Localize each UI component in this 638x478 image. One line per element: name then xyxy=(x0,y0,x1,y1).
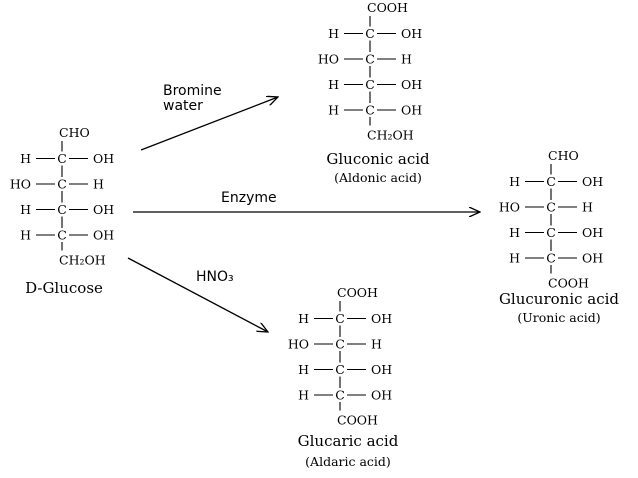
carbon-atom: C xyxy=(365,52,375,67)
molecule-subtitle: (Aldonic acid) xyxy=(334,170,422,185)
right-substituent: OH xyxy=(371,311,392,326)
molecule-name: Glucuronic acid xyxy=(499,290,619,308)
carbon-atom: C xyxy=(57,151,67,166)
left-substituent: H xyxy=(298,388,309,403)
reagent-label: Enzyme xyxy=(221,190,277,206)
right-substituent: OH xyxy=(93,228,114,243)
right-substituent: OH xyxy=(582,225,603,240)
right-substituent: OH xyxy=(93,151,114,166)
carbon-atom: C xyxy=(335,362,345,377)
right-substituent: OH xyxy=(371,362,392,377)
reaction-arrow xyxy=(140,97,278,151)
left-substituent: H xyxy=(298,311,309,326)
left-substituent: H xyxy=(20,151,31,166)
molecule-name: Gluconic acid xyxy=(326,150,430,168)
reagent-label: water xyxy=(163,98,203,114)
left-substituent: HO xyxy=(288,337,309,352)
top-group: CHO xyxy=(548,148,579,163)
carbon-atom: C xyxy=(57,202,67,217)
carbon-atom: C xyxy=(546,200,556,215)
left-substituent: HO xyxy=(318,52,339,67)
reagent-label: HNO₃ xyxy=(196,269,234,285)
bottom-group: COOH xyxy=(548,276,589,291)
carbon-atom: C xyxy=(365,103,375,118)
top-group: COOH xyxy=(367,0,408,15)
right-substituent: H xyxy=(93,177,104,192)
carbon-atom: C xyxy=(365,26,375,41)
left-substituent: H xyxy=(509,174,520,189)
reaction-enzyme: Enzyme xyxy=(133,190,480,212)
left-substituent: H xyxy=(509,225,520,240)
left-substituent: H xyxy=(298,362,309,377)
left-substituent: H xyxy=(328,77,339,92)
right-substituent: OH xyxy=(93,202,114,217)
molecule-subtitle: (Uronic acid) xyxy=(517,310,600,325)
right-substituent: OH xyxy=(401,103,422,118)
carbon-atom: C xyxy=(335,337,345,352)
reaction-arrow xyxy=(127,257,268,332)
left-substituent: H xyxy=(328,103,339,118)
molecule-name: Glucaric acid xyxy=(298,432,399,450)
right-substituent: H xyxy=(401,52,412,67)
reagent-label: Bromine xyxy=(163,83,222,99)
carbon-atom: C xyxy=(335,388,345,403)
bottom-group: CH₂OH xyxy=(59,253,106,268)
molecule-subtitle: (Aldaric acid) xyxy=(305,454,391,469)
carbon-atom: C xyxy=(57,228,67,243)
right-substituent: OH xyxy=(582,174,603,189)
top-group: COOH xyxy=(337,285,378,300)
top-group: CHO xyxy=(59,125,90,140)
right-substituent: H xyxy=(371,337,382,352)
bottom-group: CH₂OH xyxy=(367,128,414,143)
left-substituent: HO xyxy=(10,177,31,192)
carbon-atom: C xyxy=(546,174,556,189)
left-substituent: H xyxy=(509,251,520,266)
carbon-atom: C xyxy=(365,77,375,92)
carbon-atom: C xyxy=(335,311,345,326)
right-substituent: OH xyxy=(401,77,422,92)
bottom-group: COOH xyxy=(337,413,378,428)
left-substituent: HO xyxy=(499,200,520,215)
right-substituent: OH xyxy=(401,26,422,41)
left-substituent: H xyxy=(20,228,31,243)
carbon-atom: C xyxy=(57,177,67,192)
right-substituent: H xyxy=(582,200,593,215)
carbon-atom: C xyxy=(546,251,556,266)
right-substituent: OH xyxy=(371,388,392,403)
reaction-hno3: HNO₃ xyxy=(127,257,268,332)
right-substituent: OH xyxy=(582,251,603,266)
carbon-atom: C xyxy=(546,225,556,240)
left-substituent: H xyxy=(328,26,339,41)
molecule-name: D-Glucose xyxy=(25,279,103,297)
left-substituent: H xyxy=(20,202,31,217)
